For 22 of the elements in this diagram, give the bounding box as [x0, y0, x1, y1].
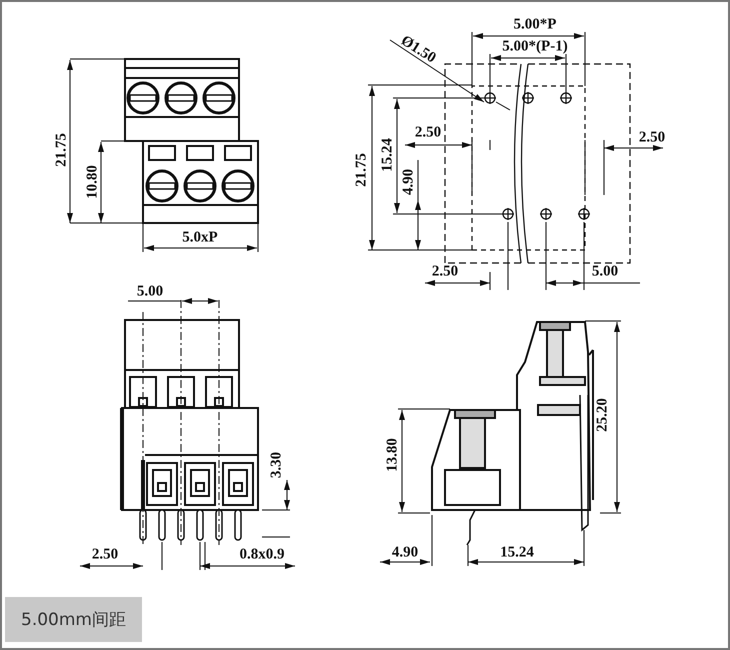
- pitch-label: 5.00mm间距: [5, 597, 142, 642]
- dimension-value: 2.50: [638, 130, 666, 146]
- dimension-value: 21.75: [354, 153, 370, 187]
- dimension-value: 0.8x0.9: [240, 548, 284, 562]
- dimension-value: 3.30: [270, 452, 284, 478]
- dimension-value: 4.90: [402, 168, 416, 196]
- dimension-value: 2.50: [414, 126, 442, 140]
- dimension-value: 13.80: [386, 438, 400, 472]
- dimension-value: 4.90: [392, 546, 418, 560]
- dimension-value: 10.80: [86, 165, 100, 199]
- dimension-value: 15.24: [500, 546, 534, 560]
- dimension-value: 21.75: [54, 133, 70, 167]
- dimension-value: 5.0xP: [182, 230, 218, 246]
- dimension-value: 2.50: [432, 264, 458, 280]
- dimension-value: 2.50: [92, 548, 118, 562]
- dimension-value: Ø1.50: [398, 34, 438, 66]
- dimension-value: 5.00: [592, 264, 618, 280]
- dimension-value: 5.00: [136, 284, 164, 300]
- dimension-value: 5.00*P: [514, 18, 556, 32]
- dimension-value: 5.00*(P-1): [502, 40, 568, 54]
- dimension-value: 15.24: [380, 138, 396, 172]
- dimension-value: 25.20: [596, 398, 610, 432]
